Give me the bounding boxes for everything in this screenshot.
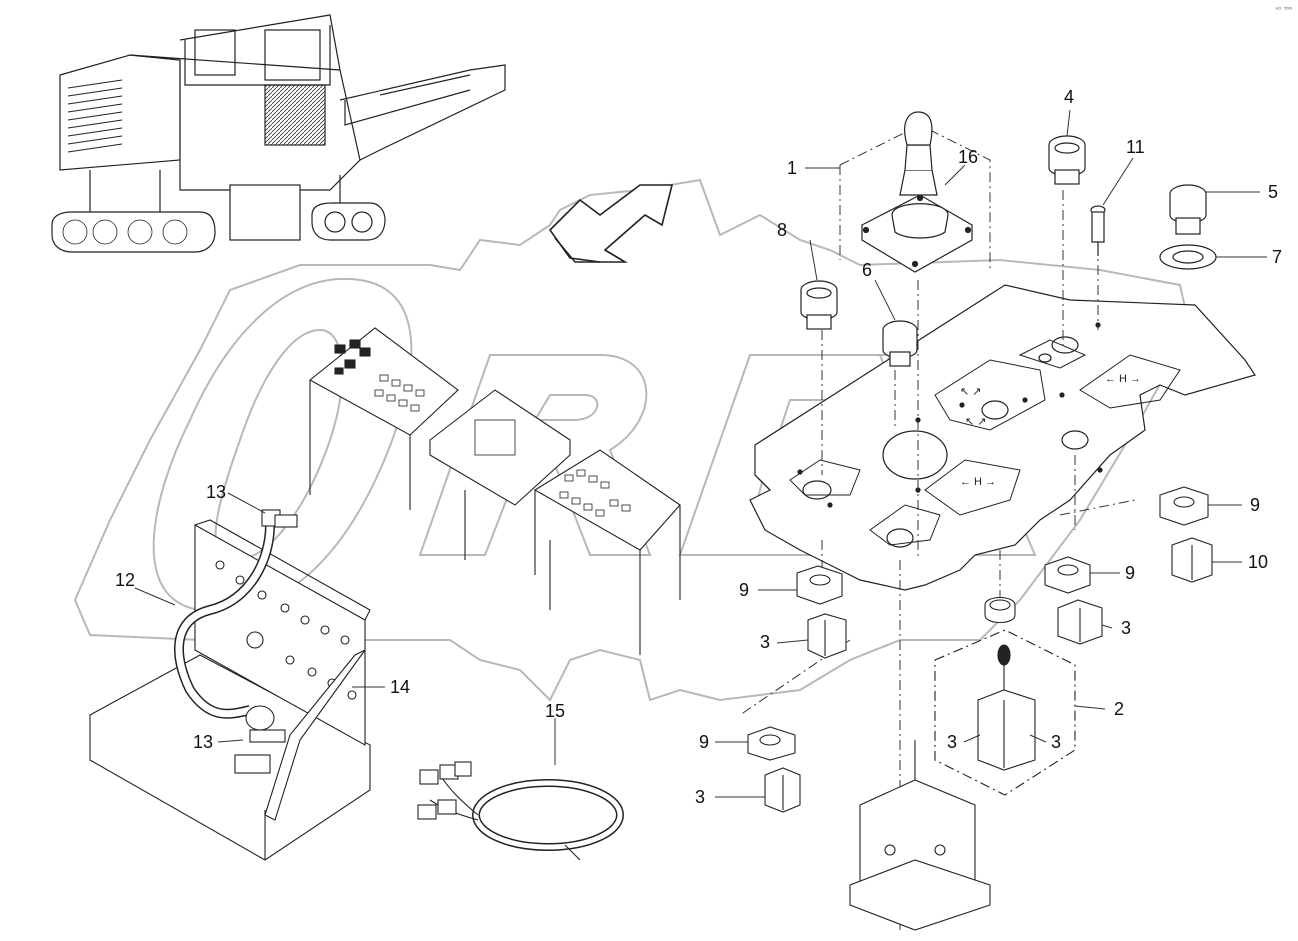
callout-11: 11 [1126, 137, 1145, 157]
indicator-lamp-11 [1090, 205, 1106, 256]
callout-3b: 3 [760, 632, 770, 652]
callout-leaders [134, 109, 1267, 798]
button-component-5 [1169, 184, 1207, 235]
leader-lines [739, 124, 1136, 930]
watermark-gear-outline [73, 178, 1192, 702]
callout-10: 10 [1248, 552, 1268, 572]
contact-blocks [747, 486, 1213, 813]
lower-joystick-assembly [849, 629, 1076, 931]
svg-text:↖ ↗: ↖ ↗ [960, 386, 982, 398]
callout-1: 1 [787, 158, 797, 178]
corner-tag: ᵃᴰ ³⁶⁶ [1275, 6, 1292, 14]
machine-overview-illustration [51, 14, 506, 253]
callout-9c: 9 [739, 580, 749, 600]
callout-9a: 9 [1250, 495, 1260, 515]
callout-3e: 3 [695, 787, 705, 807]
control-panel-consoles [309, 327, 681, 655]
callout-9b: 9 [1125, 563, 1135, 583]
callout-4: 4 [1064, 87, 1074, 107]
callout-5: 5 [1268, 182, 1278, 202]
control-box [88, 509, 372, 861]
callout-15: 15 [545, 701, 565, 721]
button-component-6 [882, 320, 918, 367]
watermark-letter-O [152, 277, 413, 613]
direction-arrow-icon [548, 184, 674, 263]
callout-6: 6 [862, 260, 872, 280]
callout-9d: 9 [699, 732, 709, 752]
callout-12: 12 [115, 570, 135, 590]
cable-harness [417, 761, 624, 861]
callout-8: 8 [777, 220, 787, 240]
washer-7 [1159, 244, 1217, 270]
mounting-plate: ← H → ← H → ↖ ↗ ↖ ↗ [749, 284, 1256, 591]
callout-14: 14 [390, 677, 410, 697]
button-component-8 [800, 280, 838, 330]
callout-2: 2 [1114, 699, 1124, 719]
callout-3d: 3 [1051, 732, 1061, 752]
callout-3a: 3 [1121, 618, 1131, 638]
svg-text:← H →: ← H → [960, 476, 996, 488]
watermark-letter-R [418, 354, 652, 556]
joystick-assembly [860, 111, 974, 273]
callout-7: 7 [1272, 247, 1282, 267]
callout-13b: 13 [193, 732, 213, 752]
svg-text:↖ ↗: ↖ ↗ [965, 416, 987, 428]
part-callouts: 1 16 4 11 5 7 8 6 9 10 9 3 9 3 2 3 3 9 3… [115, 87, 1282, 807]
callout-13a: 13 [206, 482, 226, 502]
callout-16: 16 [958, 147, 978, 167]
svg-text:← H →: ← H → [1105, 373, 1141, 385]
button-component-4 [1048, 135, 1086, 185]
callout-3c: 3 [947, 732, 957, 752]
